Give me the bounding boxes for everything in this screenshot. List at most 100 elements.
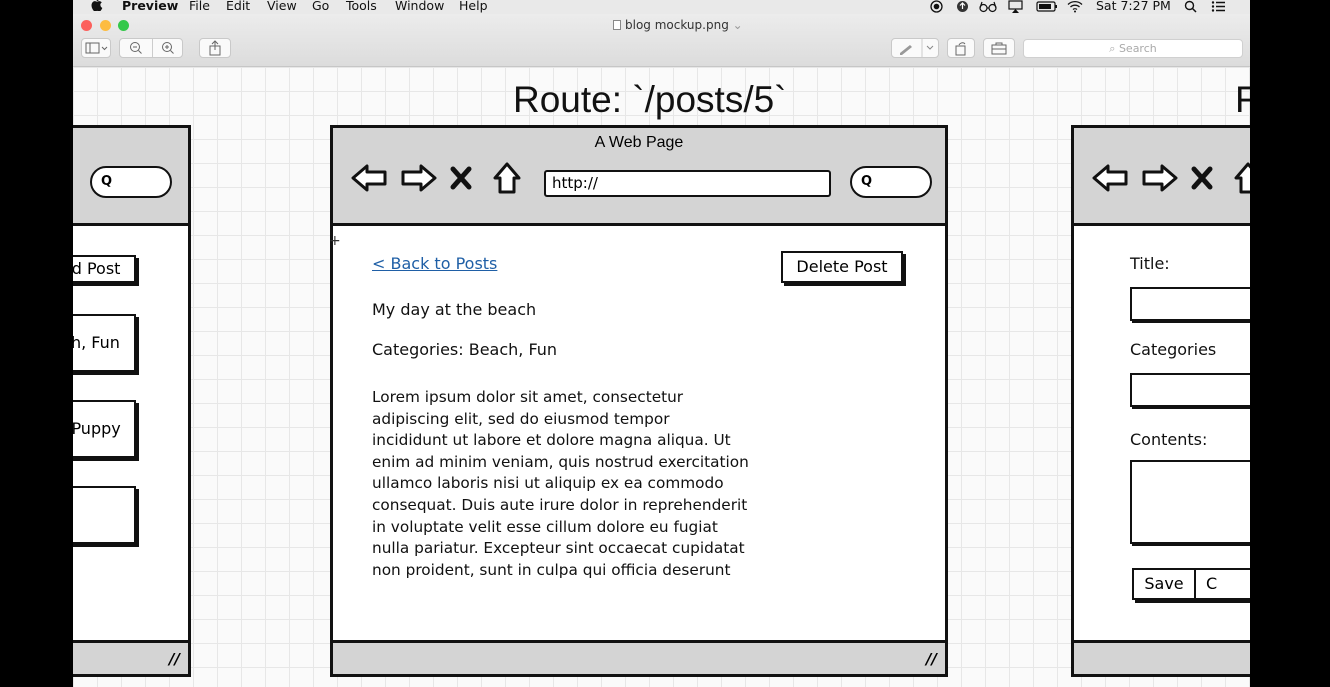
toolbox-icon <box>991 42 1007 55</box>
post-body-line: incididunt ut labore et dolore magna ali… <box>372 431 731 450</box>
search-lens-icon: Q <box>101 174 113 189</box>
menu-app-name[interactable]: Preview <box>122 0 179 13</box>
apple-menu-icon[interactable] <box>91 0 103 15</box>
post-body-line: adipiscing elit, sed do eiusmod tempor <box>372 409 670 428</box>
share-button[interactable] <box>199 38 231 58</box>
browser-nav-icons <box>1092 162 1250 194</box>
search-icon: ⌕ <box>1109 42 1116 55</box>
title-field <box>1130 287 1250 321</box>
zoom-divider <box>152 39 153 57</box>
sidebar-icon <box>85 42 108 54</box>
window-toolbar: blog mockup.png ⌄ ⌕ Search <box>73 14 1250 67</box>
post-body-line: enim ad minim veniam, quis nostrud exerc… <box>372 452 749 471</box>
post-body-line: nulla pariatur. Excepteur sint occaecat … <box>372 539 745 558</box>
categories-label: Categories <box>1130 340 1217 359</box>
toolbox-button[interactable] <box>983 38 1015 58</box>
notification-center-icon[interactable] <box>1211 0 1226 12</box>
close-window-button[interactable] <box>81 20 92 31</box>
search-placeholder: Search <box>1118 42 1157 55</box>
menu-clock[interactable]: Sat 7:27 PM <box>1096 0 1171 13</box>
post-categories: Categories: Beach, Fun <box>372 340 558 359</box>
search-field[interactable]: ⌕ Search <box>1023 39 1243 58</box>
post-title: My day at the beach <box>372 300 537 319</box>
forward-arrow-icon <box>1142 164 1178 192</box>
home-icon <box>1234 162 1250 194</box>
mockup-left-chrome: Q <box>73 128 188 226</box>
menu-edit[interactable]: Edit <box>226 0 251 13</box>
menu-tools[interactable]: Tools <box>346 0 377 13</box>
post-card-1: ch, Fun <box>73 314 136 372</box>
add-post-button: dd Post <box>73 255 136 283</box>
record-icon[interactable] <box>930 0 943 13</box>
minimize-window-button[interactable] <box>100 20 111 31</box>
home-icon <box>493 162 521 194</box>
screen: Preview File Edit View Go Tools Window H… <box>73 0 1250 687</box>
crosshair-cursor-icon: + <box>329 233 341 249</box>
post-card-2: , Puppy <box>73 400 136 458</box>
contents-field <box>1130 460 1250 544</box>
save-button: Save <box>1132 568 1196 600</box>
rotate-button[interactable] <box>947 38 975 58</box>
menu-bar: Preview File Edit View Go Tools Window H… <box>73 0 1250 14</box>
post-card-3 <box>73 486 136 544</box>
wifi-icon[interactable] <box>1067 0 1083 13</box>
post-body-line: consequat. Duis aute irure dolor in repr… <box>372 495 748 514</box>
mockup-page-title: A Web Page <box>594 134 684 151</box>
document-canvas: Q dd Post ch, Fun , Puppy // Route: `/po… <box>73 67 1250 687</box>
post-body-line: Lorem ipsum dolor sit amet, consectetur <box>372 388 684 406</box>
resize-handle-icon: // <box>169 650 180 668</box>
contents-label: Contents: <box>1130 430 1208 449</box>
menu-go[interactable]: Go <box>312 0 330 13</box>
mockup-center-chrome: A Web Page http:// Q <box>333 128 945 226</box>
url-bar: http:// <box>544 170 831 197</box>
forward-arrow-icon <box>401 164 437 192</box>
zoom-in-icon <box>162 42 174 54</box>
post-body-line: non proident, sunt in culpa qui officia … <box>372 560 731 579</box>
stop-x-icon <box>450 166 472 190</box>
zoom-out-icon <box>130 42 142 54</box>
rotate-icon <box>955 42 966 56</box>
battery-icon[interactable] <box>1036 0 1058 12</box>
post-body-line: ullamco laboris nisi ut aliquip ex ea co… <box>372 474 724 493</box>
menu-file[interactable]: File <box>189 0 210 13</box>
document-icon <box>613 20 621 30</box>
chevron-down-icon: ⌄ <box>732 18 743 32</box>
document-title-text: blog mockup.png <box>625 18 729 32</box>
menu-view[interactable]: View <box>267 0 297 13</box>
share-icon <box>209 40 221 56</box>
spotlight-search-icon[interactable] <box>1184 0 1197 13</box>
post-body-line: in voluptate velit esse cillum dolore eu… <box>372 517 718 536</box>
title-label: Title: <box>1130 254 1170 273</box>
document-title[interactable]: blog mockup.png ⌄ <box>613 18 743 32</box>
menu-window[interactable]: Window <box>395 0 445 13</box>
zoom-group <box>119 38 183 58</box>
menu-help[interactable]: Help <box>459 0 488 13</box>
stop-x-icon <box>1191 166 1213 190</box>
pen-icon <box>900 39 934 57</box>
back-to-posts-link: < Back to Posts <box>372 254 498 273</box>
zoom-in-button[interactable] <box>160 40 176 60</box>
sidebar-toggle-button[interactable] <box>81 38 111 58</box>
back-arrow-icon <box>1092 164 1128 192</box>
glasses-icon[interactable] <box>979 0 997 13</box>
mockup-center-footer: // <box>333 640 945 674</box>
mockup-left-footer: // <box>73 640 188 674</box>
mockup-right-footer <box>1074 640 1250 674</box>
cancel-button: C <box>1194 568 1250 600</box>
mockup-center-search-box: Q <box>850 166 932 198</box>
search-lens-icon: Q <box>861 174 873 189</box>
browser-nav-icons <box>351 162 521 194</box>
mockup-left-search-box: Q <box>90 166 172 198</box>
cloud-upload-icon[interactable] <box>956 0 969 12</box>
categories-field <box>1130 373 1250 407</box>
delete-post-button: Delete Post <box>781 251 903 283</box>
zoom-out-button[interactable] <box>128 40 144 60</box>
resize-handle-icon: // <box>926 650 937 668</box>
zoom-window-button[interactable] <box>118 20 129 31</box>
back-arrow-icon <box>351 164 387 192</box>
airplay-icon[interactable] <box>1008 0 1023 13</box>
mockup-right-chrome <box>1074 128 1250 226</box>
markup-button[interactable] <box>891 38 939 58</box>
mockup-left: Q dd Post ch, Fun , Puppy // <box>73 125 191 677</box>
mockup-center: A Web Page http:// Q < Back to Posts Del… <box>330 125 948 677</box>
